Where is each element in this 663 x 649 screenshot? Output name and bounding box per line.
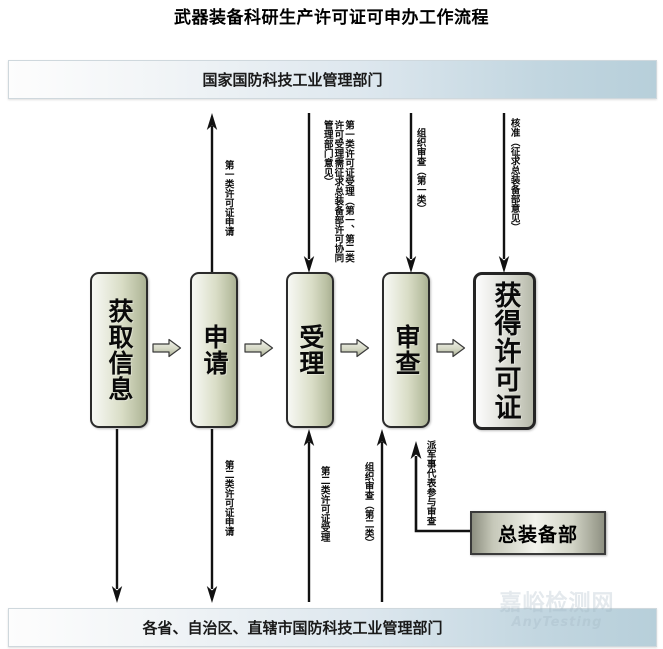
flow-label-class2-application: 第二类许可证申请 xyxy=(222,460,234,536)
flow-arrow-apply-to-national xyxy=(205,112,219,274)
department-bar-national: 国家国防科技工业管理部门 xyxy=(8,60,657,99)
flow-arrow-national-to-license xyxy=(497,112,511,274)
flow-label-class1-application: 第一类许可证申请 xyxy=(222,160,234,236)
flow-label-class2-acceptance: 第二类许可证受理 xyxy=(318,466,330,542)
flow-arrow-national-to-accept xyxy=(302,112,316,274)
chevron-arrow-accept-to-review xyxy=(340,338,370,358)
department-bar-provincial-label: 各省、自治区、直辖市国防科技工业管理部门 xyxy=(142,619,443,637)
flow-label-organize-review-class1: 组织审查（第一类） xyxy=(414,128,426,214)
chevron-arrow-apply-to-accept xyxy=(244,338,274,358)
process-box-accept[interactable]: 受理 xyxy=(286,272,334,428)
flow-arrow-provincial-to-accept xyxy=(302,428,316,604)
chevron-arrow-get-info-to-apply xyxy=(152,338,182,358)
flow-label-approval: 核准（征求总装备部意见） xyxy=(508,118,520,232)
flow-arrow-get-info-to-provincial xyxy=(110,428,124,604)
process-box-review-label: 审查 xyxy=(392,324,421,376)
process-box-get-info[interactable]: 获取信息 xyxy=(90,272,148,428)
chevron-arrow-review-to-license xyxy=(436,338,466,358)
flow-arrow-provincial-to-review xyxy=(375,428,389,604)
flow-label-military-rep-review: 派军事代表参与审查 xyxy=(424,440,436,526)
process-box-license[interactable]: 获得许可证 xyxy=(473,272,536,430)
department-bar-national-label: 国家国防科技工业管理部门 xyxy=(202,71,383,89)
process-box-license-label: 获得许可证 xyxy=(489,281,521,421)
process-box-apply[interactable]: 申请 xyxy=(190,272,238,428)
flow-arrow-apply-to-provincial xyxy=(205,428,219,604)
flow-arrow-national-to-review xyxy=(404,112,418,274)
entity-box-general-armament-dept[interactable]: 总装备部 xyxy=(470,511,606,555)
flow-label-class1-acceptance: 第一类许可证受理（第一、第二类许可受理需征求总装备部许可协同管理部门意见） xyxy=(321,120,354,263)
department-bar-provincial: 各省、自治区、直辖市国防科技工业管理部门 xyxy=(8,608,657,647)
process-box-review[interactable]: 审查 xyxy=(382,272,430,428)
flow-arrow-gad-to-review xyxy=(404,440,476,542)
flow-label-organize-review-class2: 组织审查（第二类） xyxy=(362,462,374,548)
entity-box-general-armament-dept-label: 总装备部 xyxy=(497,523,578,546)
process-box-apply-label: 申请 xyxy=(200,324,229,376)
process-box-accept-label: 受理 xyxy=(296,324,325,376)
process-box-get-info-label: 获取信息 xyxy=(105,298,134,402)
page-title: 武器装备科研生产许可证可申办工作流程 xyxy=(174,8,489,28)
